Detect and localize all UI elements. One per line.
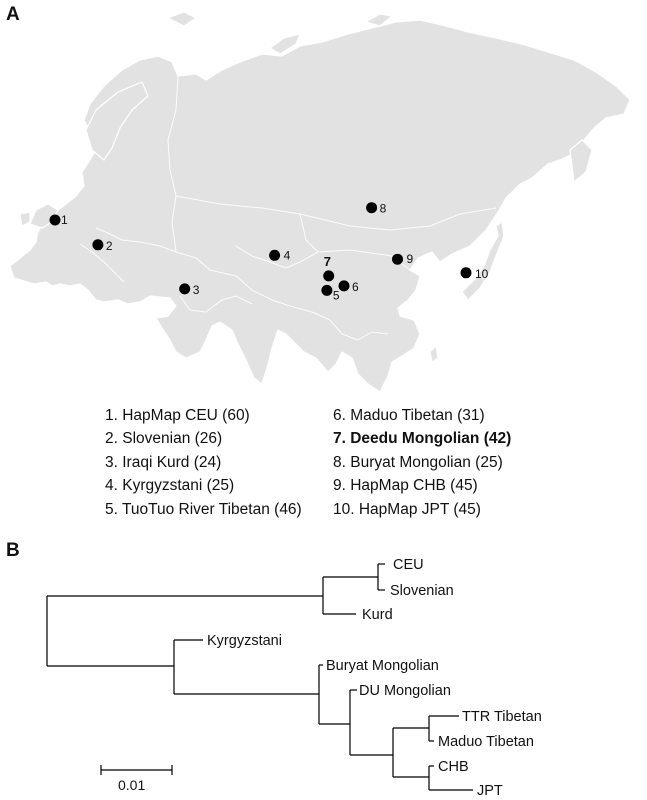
border-line: [175, 195, 497, 231]
border-line: [95, 227, 331, 321]
tree-leaf-labels: CEU Slovenian Kurd Kyrgyzstani Buryat Mo…: [118, 557, 542, 799]
leaf-label: Slovenian: [390, 583, 454, 599]
legend-entry: 8. Buryat Mongolian (25): [333, 453, 503, 471]
svalbard: [167, 11, 197, 27]
kamchatka: [569, 139, 593, 183]
severnaya-zemlya: [365, 13, 393, 27]
leaf-label: DU Mongolian: [359, 683, 451, 699]
site-number-label: 6: [352, 280, 359, 294]
site-marker: [179, 283, 191, 295]
site-marker: [323, 270, 335, 282]
site-marker: [338, 280, 350, 292]
novaya-zemlya: [269, 33, 301, 55]
site-marker: [92, 239, 104, 251]
leaf-label: Kurd: [362, 607, 393, 623]
panel-label-b: B: [6, 540, 20, 561]
leaf-label: CEU: [393, 557, 424, 573]
border-line: [329, 319, 389, 341]
border-line: [79, 243, 125, 283]
site-number-label: 1: [61, 213, 68, 227]
panel-label-a: A: [6, 4, 20, 25]
legend-entry: 7. Deedu Mongolian (42): [333, 430, 512, 448]
ireland: [19, 211, 31, 227]
site-number-label: 9: [407, 252, 414, 266]
leaf-label: Buryat Mongolian: [326, 658, 439, 674]
scale-bar-label: 0.01: [118, 777, 145, 793]
legend-entry: 10. HapMap JPT (45): [333, 500, 481, 518]
site-marker: [49, 214, 61, 226]
scandinavia: [85, 81, 149, 161]
border-line: [235, 245, 319, 269]
site-marker: [269, 249, 281, 261]
site-marker: [460, 267, 472, 279]
site-marker: [392, 253, 403, 265]
sampling-sites: 1 2 3 4 56 7 8 9 10: [49, 202, 489, 302]
site-number-label: 2: [106, 239, 113, 253]
legend-entry: 2. Slovenian (26): [105, 430, 223, 448]
legend-entry: 9. HapMap CHB (45): [333, 477, 478, 495]
border-line: [167, 75, 179, 253]
legend-entry: 6. Maduo Tibetan (31): [333, 407, 485, 424]
country-borders: [79, 75, 497, 341]
site-number-label: 5: [333, 288, 340, 302]
japan: [461, 221, 505, 301]
legend-column-1: 1. HapMap CEU (60) 2. Slovenian (26) 3. Ir…: [105, 404, 302, 521]
site-number-label: 3: [193, 283, 200, 297]
eurasia-map: 1 2 3 4 56 7 8 9 10: [9, 11, 631, 393]
leaf-label: Kyrgyzstani: [207, 633, 282, 649]
scale-bar: [100, 765, 173, 775]
site-number-label: 7: [324, 254, 331, 269]
legend-entry: 5. TuoTuo River Tibetan (46): [105, 500, 302, 518]
taiwan: [429, 345, 439, 363]
legend-entry: 1. HapMap CEU (60): [105, 407, 250, 424]
site-number-label: 4: [284, 248, 291, 262]
leaf-label: CHB: [438, 759, 469, 775]
site-marker: [366, 202, 378, 214]
legend-entry: 4. Kyrgyzstani (25): [105, 477, 235, 495]
legend-column-2: 6. Maduo Tibetan (31) 7. Deedu Mongolian …: [333, 404, 511, 521]
leaf-label: JPT: [477, 783, 503, 799]
site-number-label: 8: [380, 202, 387, 216]
leaf-label: Maduo Tibetan: [438, 734, 534, 750]
leaf-label: TTR Tibetan: [462, 709, 542, 725]
site-number-label: 10: [475, 267, 489, 281]
border-line: [179, 295, 253, 313]
landmass: [9, 11, 631, 393]
site-marker: [321, 284, 333, 296]
legend-entry: 3. Iraqi Kurd (24): [105, 453, 222, 471]
tree-branches: [46, 563, 473, 791]
eurasia-landmass: [9, 19, 631, 393]
